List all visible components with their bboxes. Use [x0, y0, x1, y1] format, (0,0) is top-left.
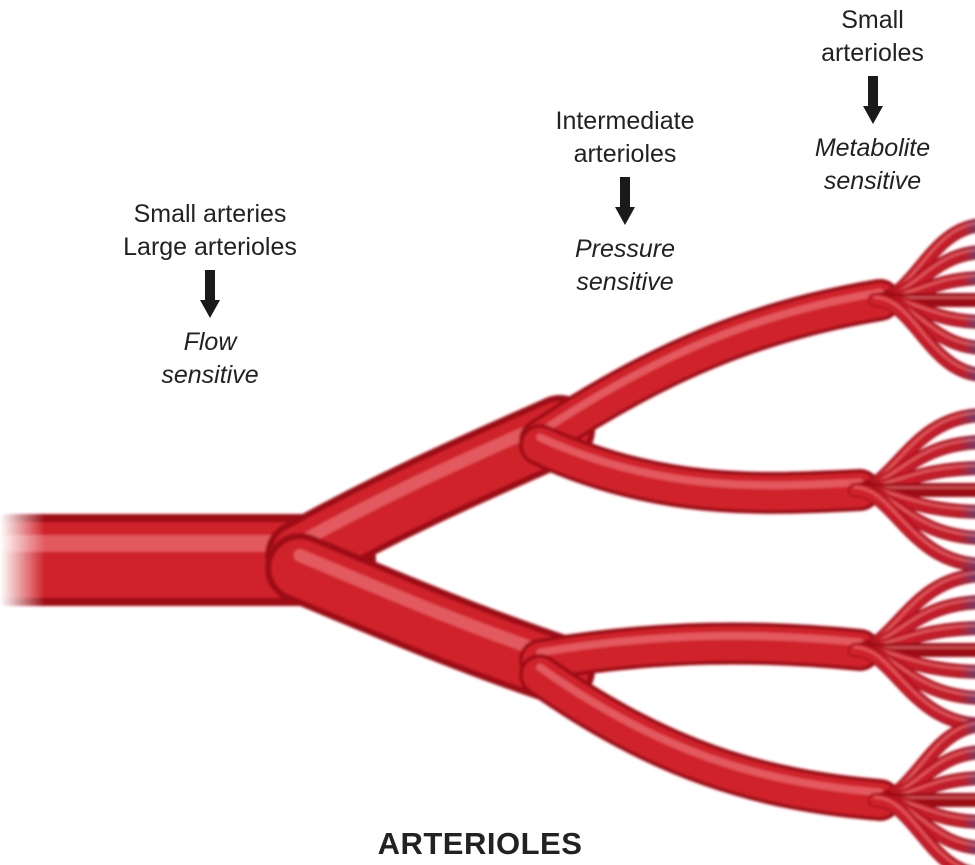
pressure-sensitive-label: Intermediate arterioles Pressure sensiti… [490, 105, 760, 299]
metabolite-label-line-1: Small [765, 4, 975, 37]
trunk-fade [0, 495, 45, 625]
metabolite-label-line-2: arterioles [765, 37, 975, 70]
metabolite-sub-line-1: Metabolite [765, 132, 975, 165]
flow-sub-line-2: sensitive [70, 359, 350, 392]
down-arrow-icon [615, 177, 635, 225]
flow-label-line-2: Large arterioles [70, 231, 350, 264]
pressure-sub-line-1: Pressure [490, 233, 760, 266]
metabolite-sensitive-label: Small arterioles Metabolite sensitive [765, 4, 975, 198]
down-arrow-icon [863, 76, 883, 124]
pressure-sub-line-2: sensitive [490, 266, 760, 299]
pressure-label-line-2: arterioles [490, 138, 760, 171]
flow-sensitive-label: Small arteries Large arterioles Flow sen… [70, 198, 350, 392]
metabolite-sub-line-2: sensitive [765, 165, 975, 198]
intermediate-branch-4-core [540, 675, 880, 800]
pressure-label-line-1: Intermediate [490, 105, 760, 138]
down-arrow-icon [200, 270, 220, 318]
flow-sub-line-1: Flow [70, 326, 350, 359]
flow-label-line-1: Small arteries [70, 198, 350, 231]
diagram-title: ARTERIOLES [300, 826, 660, 862]
